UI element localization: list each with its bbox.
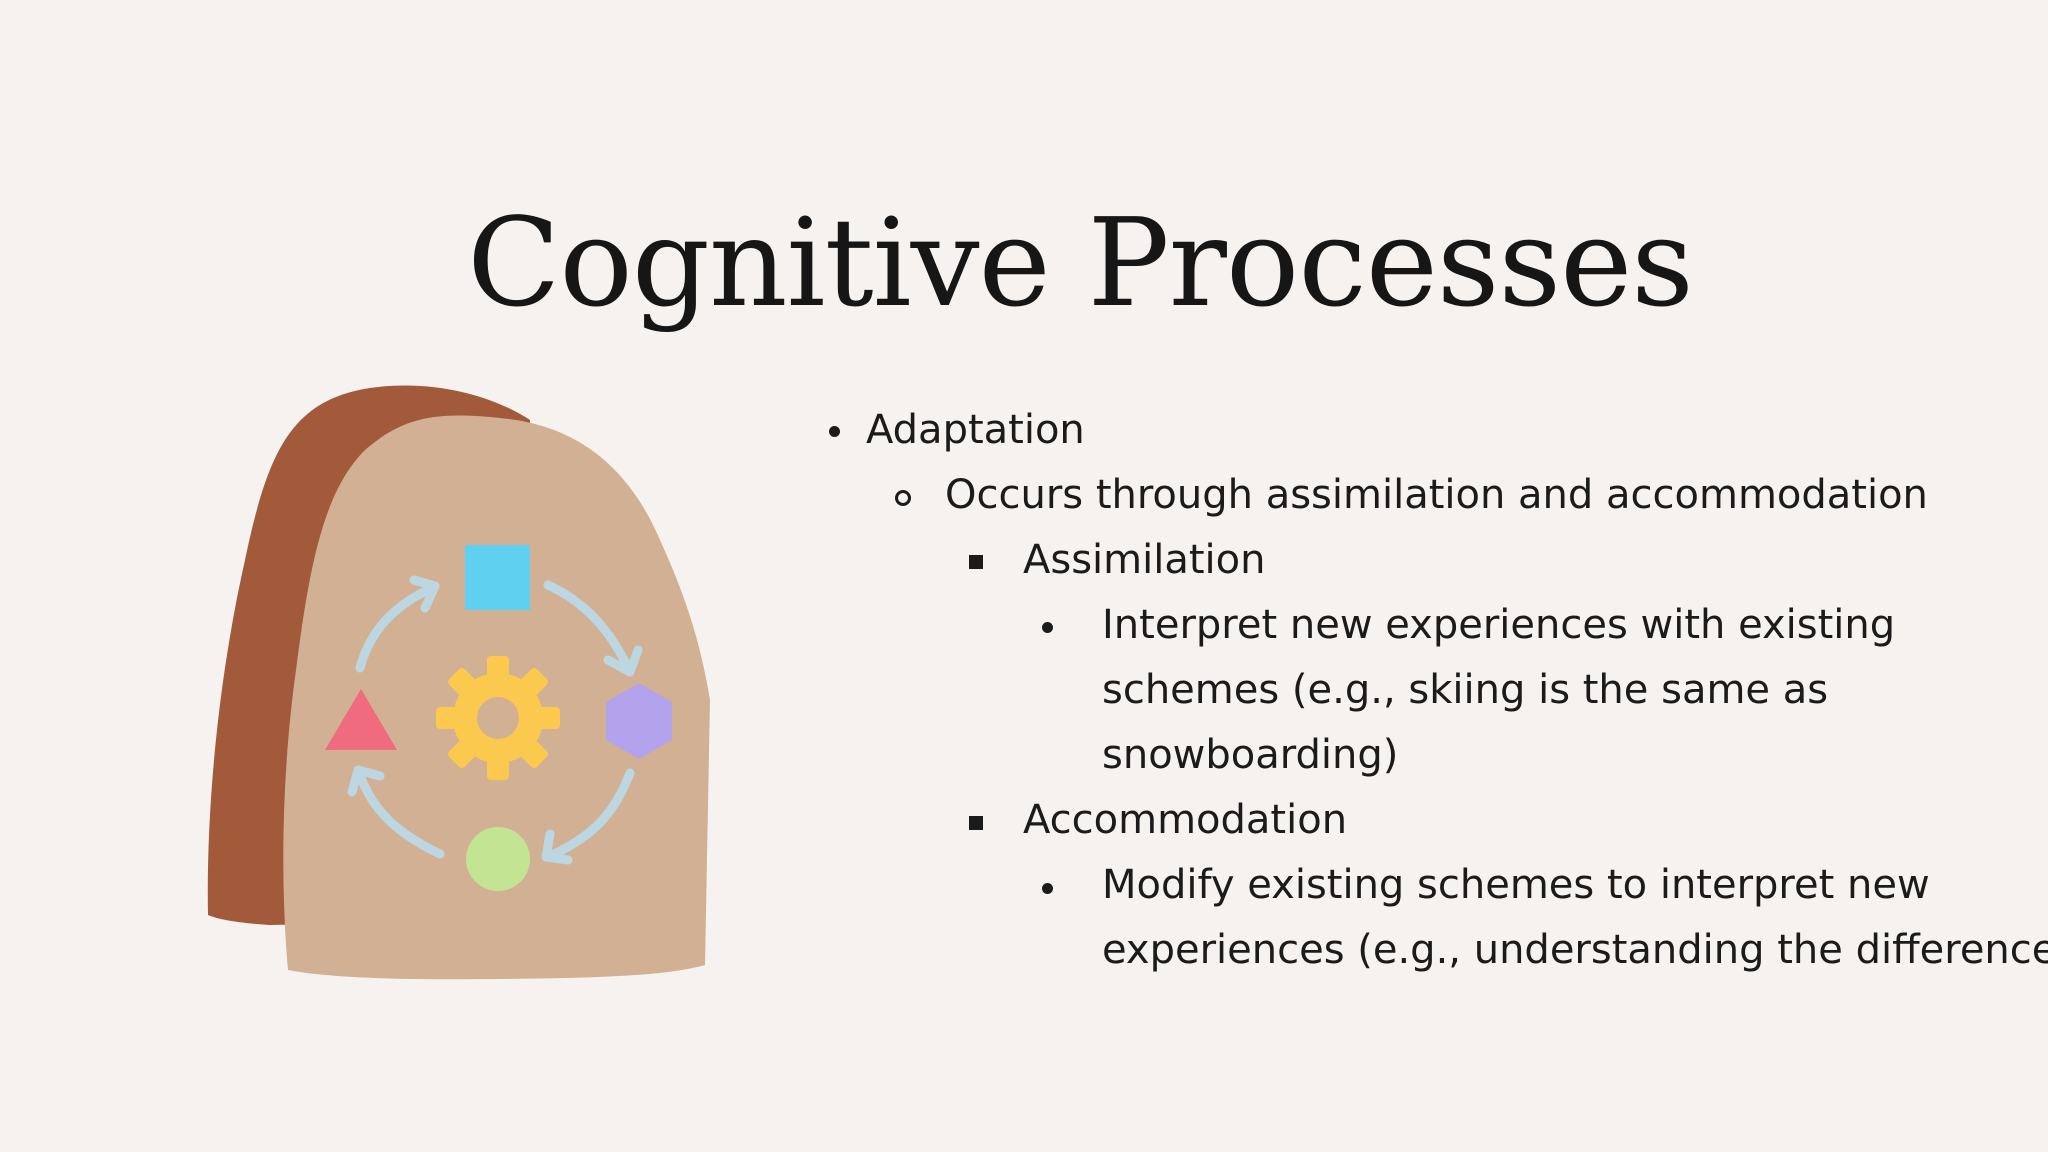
circle-shape-icon [466, 827, 530, 891]
bullet-marker-square [969, 555, 983, 569]
bullet-item-accommodation-detail: Modify existing schemes to interpret new [1102, 862, 1930, 908]
bullet-item-assimilation: Assimilation [1023, 537, 1266, 583]
triangle-shape-icon [325, 689, 397, 750]
slide-title: Cognitive Processes [467, 192, 1694, 334]
bullet-marker-square [969, 816, 983, 830]
cycle-arrows-icon [347, 575, 643, 865]
bullet-item-assimilation-detail: snowboarding) [1102, 732, 1399, 778]
bullet-marker-disc [1042, 622, 1053, 633]
bullet-item-assimilation-detail: schemes (e.g., skiing is the same as [1102, 667, 1829, 713]
bullet-marker-disc [1042, 883, 1053, 894]
bullet-item-accommodation: Accommodation [1023, 797, 1348, 843]
backpack-icon [207, 385, 710, 980]
gear-icon [436, 656, 560, 780]
bullet-item-assimilation-detail: Interpret new experiences with existing [1102, 602, 1896, 648]
bullet-item-occurs: Occurs through assimilation and accommod… [945, 472, 1928, 518]
bullet-item-accommodation-detail: experiences (e.g., understanding the dif… [1102, 927, 2048, 973]
process-illustration [200, 380, 720, 990]
square-shape-icon [465, 545, 530, 610]
bullet-item-adaptation: Adaptation [866, 407, 1085, 453]
bullet-marker-disc [829, 426, 840, 437]
hexagon-shape-icon [606, 683, 672, 759]
bullet-marker-circle [895, 490, 911, 506]
